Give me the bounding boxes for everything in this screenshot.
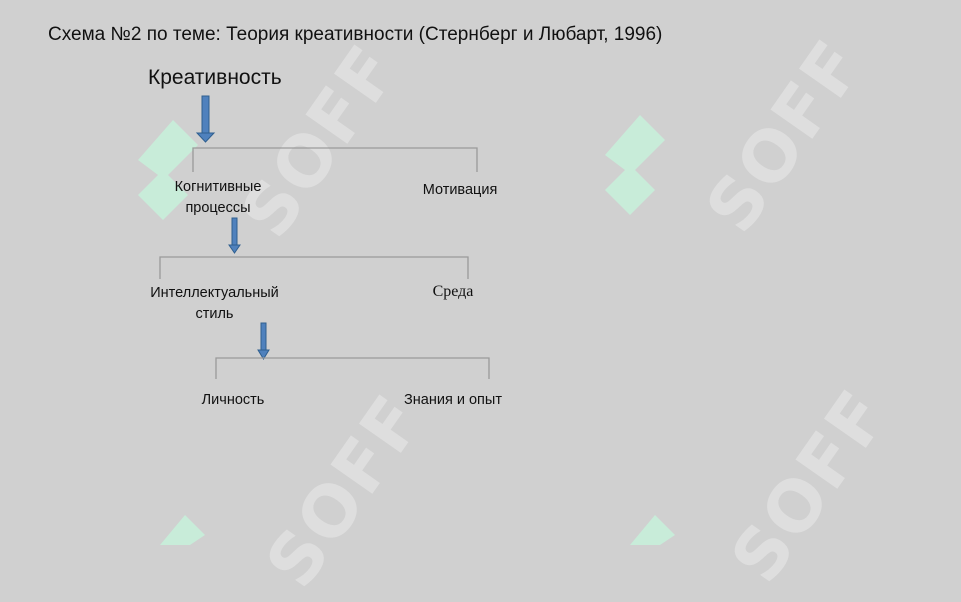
node-cognitive: Когнитивные процессы: [174, 179, 262, 216]
node-personality: Личность: [201, 392, 265, 408]
bracket-line: [192, 147, 478, 172]
root-node: Креативность: [148, 66, 282, 89]
node-intellectual-style: Интеллектуальный стиль: [150, 285, 279, 322]
diagram-connectors: [159, 95, 490, 379]
watermark-logo-icon: [605, 115, 665, 215]
arrow-down-icon: [195, 95, 216, 143]
arrow-down-icon: [228, 217, 241, 254]
bracket-line: [215, 357, 490, 379]
arrow-down-icon: [257, 322, 270, 360]
slide-title: Схема №2 по теме: Теория креативности (С…: [48, 24, 663, 45]
watermark-logo-icon: [138, 120, 198, 220]
node-motivation: Мотивация: [422, 182, 498, 198]
node-environment: Среда: [432, 283, 474, 300]
node-knowledge: Знания и опыт: [404, 392, 502, 408]
watermark-logo-icon: [160, 515, 205, 545]
bracket-line: [159, 256, 469, 279]
watermark-logo-icon: [630, 515, 675, 545]
